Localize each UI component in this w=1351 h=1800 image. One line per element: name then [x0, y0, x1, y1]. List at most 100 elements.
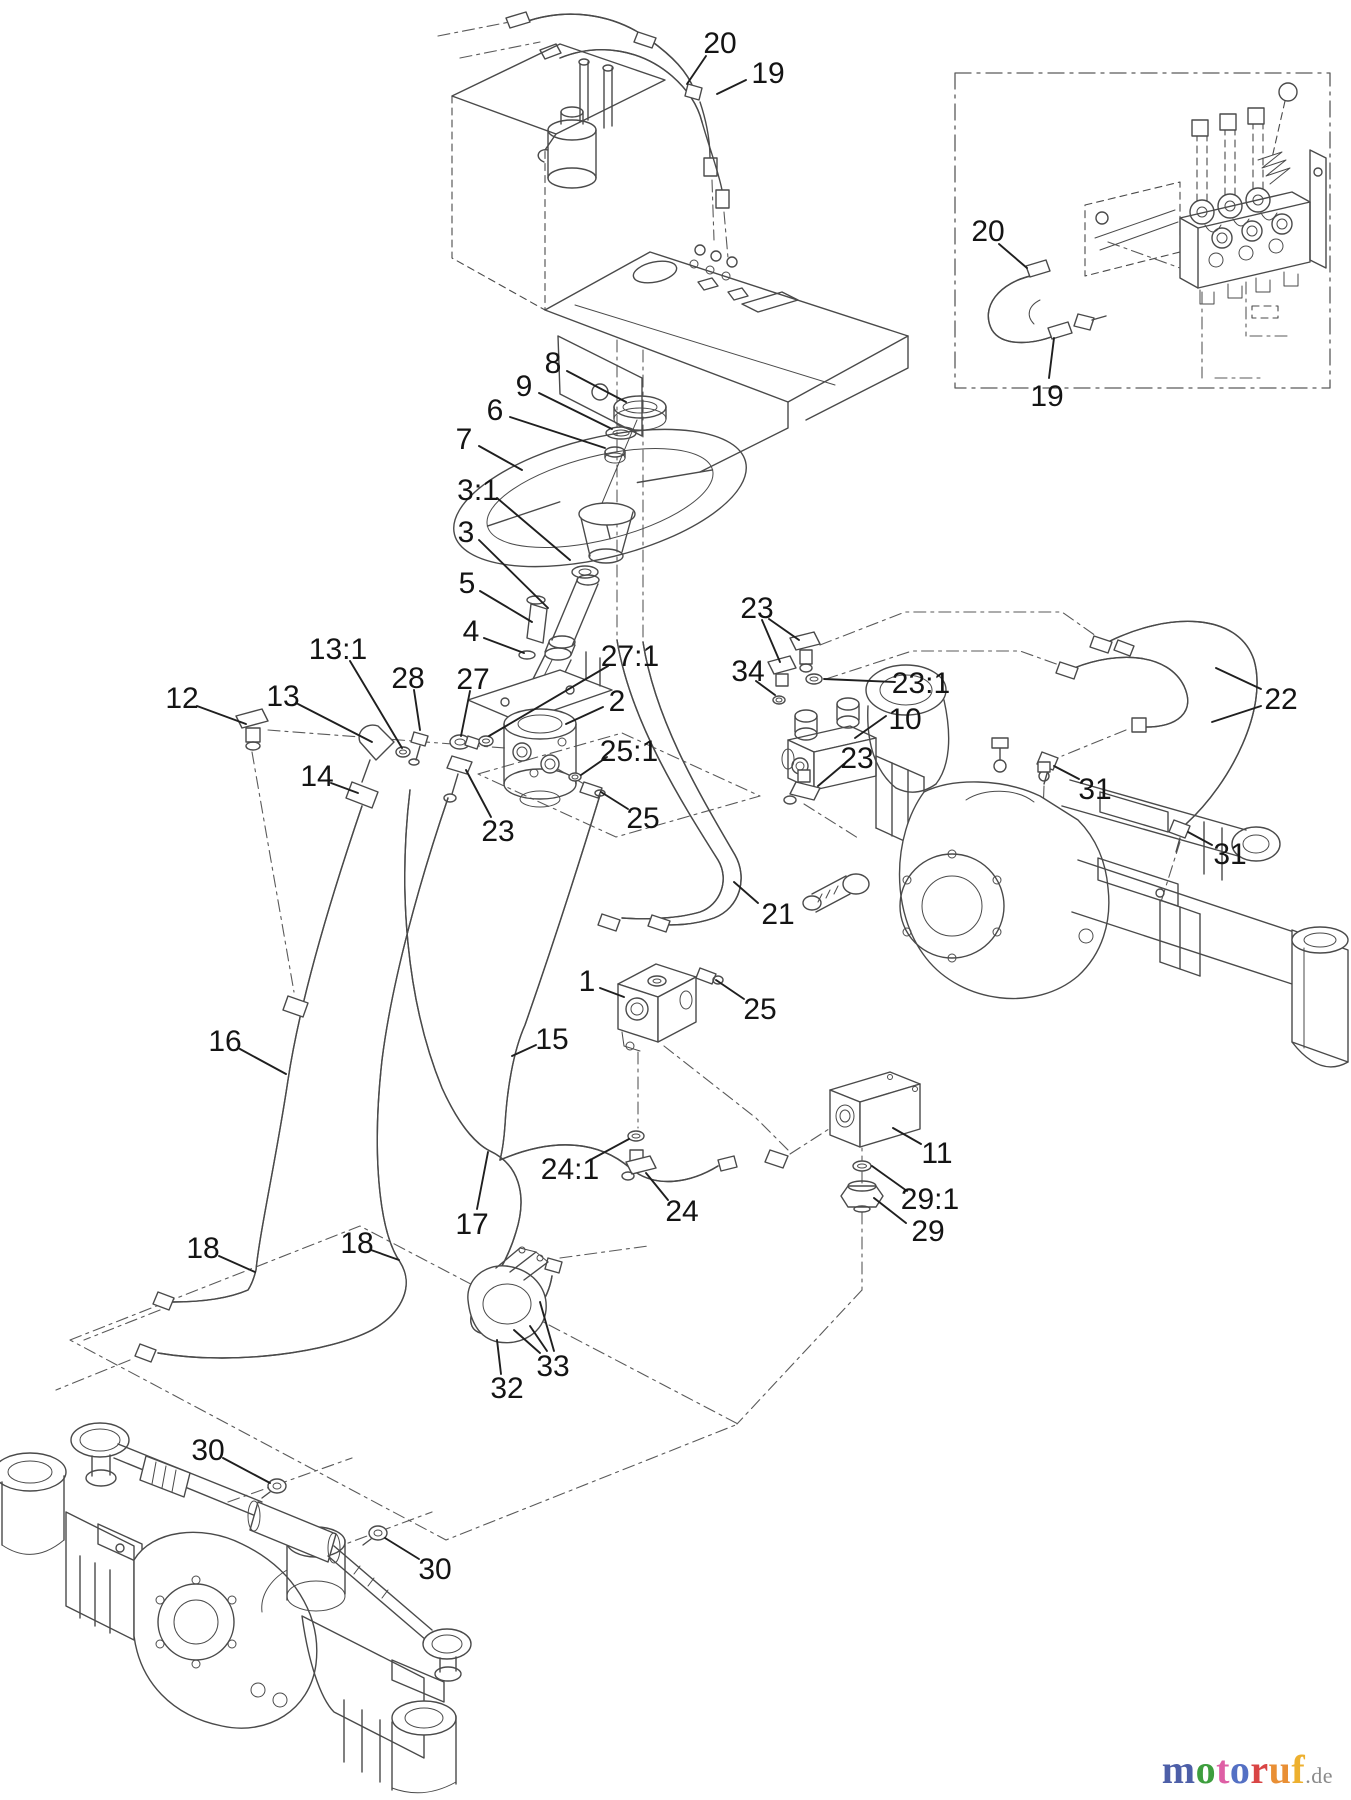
part-callout-6: 6 — [487, 394, 606, 449]
leader-line — [715, 979, 745, 1000]
leader-line — [716, 79, 747, 95]
part-number-label: 3:1 — [457, 474, 499, 507]
watermark: motoruf.de — [1162, 1750, 1333, 1790]
part-number-label: 8 — [545, 347, 562, 380]
leader-line — [483, 637, 525, 654]
bolt-5 — [526, 603, 548, 644]
steering-gear-2 — [235, 708, 606, 809]
leader-line — [370, 1249, 400, 1261]
part-number-label: 15 — [535, 1023, 568, 1056]
fitting-30 — [368, 1525, 388, 1541]
part-number-label: 23 — [481, 815, 514, 848]
part-callout-23: 23 — [465, 769, 515, 848]
part-callout-12: 12 — [165, 682, 247, 725]
part-callout-13: 13 — [266, 680, 373, 743]
fitting-25 — [695, 967, 717, 985]
part-number-label: 19 — [1030, 380, 1063, 413]
control-lever-knob — [1278, 82, 1298, 102]
elbow-24 — [625, 1155, 657, 1175]
hose-fitting — [505, 11, 531, 29]
leader-line — [539, 1301, 555, 1352]
washer-4 — [518, 650, 536, 660]
part-callout-7: 7 — [456, 423, 523, 471]
part-number-label: 7 — [456, 423, 473, 456]
leader-line — [349, 660, 403, 749]
part-callout-18: 18 — [186, 1232, 256, 1273]
hydraulic-hoses — [134, 11, 1259, 1363]
part-callout-11: 11 — [892, 1127, 953, 1170]
watermark-letter: t — [1216, 1747, 1230, 1792]
part-callout-25: 25 — [715, 979, 777, 1026]
leader-line — [513, 1329, 541, 1354]
operator-console — [451, 43, 909, 473]
leader-line — [645, 1172, 669, 1201]
part-callout-29: 29 — [873, 1197, 945, 1248]
oring-34 — [772, 695, 786, 705]
part-number-label: 23 — [840, 742, 873, 775]
part-number-label: 23:1 — [892, 667, 950, 700]
elbow-23 — [767, 655, 797, 675]
steering-cylinder — [249, 1501, 337, 1563]
part-callout-5: 5 — [459, 567, 533, 623]
part-number-label: 30 — [191, 1434, 224, 1467]
part-callout-10: 10 — [854, 703, 922, 739]
leader-line — [239, 1048, 287, 1075]
part-callout-31: 31 — [1053, 765, 1112, 806]
leader-line — [413, 689, 421, 731]
part-number-label: 22 — [1264, 683, 1297, 716]
part-callout-20: 20 — [971, 215, 1028, 269]
part-number-label: 24:1 — [541, 1153, 599, 1186]
steering-wheel-assembly — [453, 395, 747, 728]
fitting-28 — [410, 731, 429, 747]
part-number-label: 34 — [731, 655, 764, 688]
watermark-letter: u — [1268, 1747, 1292, 1792]
leader-line — [566, 370, 627, 403]
oring-13-1 — [395, 746, 411, 758]
leader-line — [823, 678, 896, 683]
part-number-label: 18 — [340, 1227, 373, 1260]
part-callout-23: 23 — [740, 592, 800, 663]
tie-rod-end — [70, 1422, 130, 1458]
part-number-label: 12 — [165, 682, 198, 715]
inset-detail-box — [954, 72, 1331, 389]
part-callout-15: 15 — [511, 1023, 569, 1057]
part-callout-31: 31 — [1187, 831, 1247, 871]
elbow-23 — [446, 755, 473, 775]
part-callout-21: 21 — [733, 881, 795, 931]
part-callout-24: 24 — [645, 1172, 699, 1228]
part-callout-19: 19 — [1030, 337, 1064, 413]
leader-line — [478, 539, 549, 609]
part-number-label: 6 — [487, 394, 504, 427]
leader-line — [496, 1339, 502, 1375]
leader-line — [733, 881, 759, 904]
part-callout-25: 25 — [600, 791, 660, 835]
part-callout-20: 20 — [686, 27, 737, 85]
elbow-12 — [235, 708, 269, 729]
part-callout-13-1: 13:1 — [309, 633, 403, 749]
part-number-label: 23 — [740, 592, 773, 625]
part-number-label: 29 — [911, 1215, 944, 1248]
leader-line — [600, 791, 629, 810]
part-callout-32: 32 — [490, 1339, 524, 1405]
leader-line — [1211, 705, 1262, 723]
leader-line — [854, 715, 887, 739]
fitting-25 — [579, 781, 603, 799]
part-number-label: 10 — [888, 703, 921, 736]
leader-line — [892, 1127, 922, 1145]
part-callout-34: 34 — [731, 655, 776, 696]
part-number-label: 29:1 — [901, 1183, 959, 1216]
fitting-30 — [267, 1478, 287, 1494]
part-number-label: 9 — [516, 370, 533, 403]
part-number-label: 31 — [1213, 838, 1246, 871]
part-callout-25-1: 25:1 — [580, 735, 658, 776]
leader-line — [761, 619, 781, 663]
part-callout-27: 27 — [456, 663, 490, 737]
part-number-label: 25 — [743, 993, 776, 1026]
leader-line — [218, 1255, 256, 1273]
oring-24-1 — [627, 1130, 645, 1142]
part-callout-16: 16 — [208, 1025, 287, 1075]
leader-line — [1053, 765, 1080, 780]
plug-29 — [840, 1185, 884, 1208]
leader-line — [686, 55, 707, 85]
